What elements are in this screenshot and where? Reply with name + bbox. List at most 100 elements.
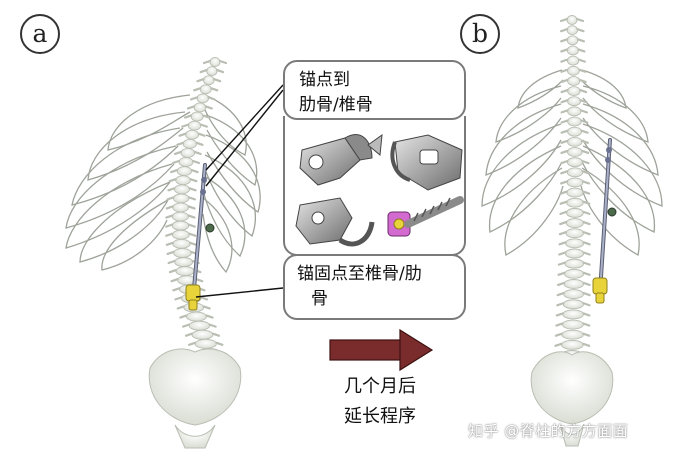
vertebra-process (165, 223, 196, 228)
implant-hook-3 (295, 197, 375, 247)
vertebra-process (560, 139, 590, 144)
vertebra-process (560, 48, 586, 53)
vertebra-process (560, 88, 588, 94)
vertebra-process (554, 342, 591, 347)
vertebra-process (560, 170, 590, 175)
pelvis-right (530, 351, 614, 447)
panel-label-a: a (20, 14, 60, 54)
vertebra (172, 202, 190, 213)
vertebra (566, 207, 584, 218)
vertebra-process (166, 196, 196, 201)
vertebra (562, 299, 584, 310)
vertebra (196, 93, 209, 104)
callout-top-line2: 肋骨/椎骨 (299, 95, 373, 115)
vertebra (567, 106, 582, 117)
vertebra (566, 15, 578, 25)
arrow-caption: 几个月后 延长程序 (325, 372, 435, 432)
vertebra-process (196, 78, 222, 83)
vertebra (563, 278, 585, 289)
vertebra-process (199, 68, 225, 74)
vertebra-process (559, 200, 591, 205)
vertebra-process (184, 332, 221, 337)
vertebra-process (559, 210, 591, 215)
vertebra (172, 193, 190, 204)
rib-cage-right (481, 69, 663, 256)
vertebra (561, 319, 584, 330)
vertebra (563, 289, 584, 300)
vertebra-process (165, 214, 196, 219)
implant-frame (283, 116, 466, 256)
vertebra-process (178, 132, 206, 137)
vertebra-process (176, 141, 204, 146)
vertebra (175, 175, 191, 186)
vertebra-process (165, 205, 196, 210)
vertebra (566, 55, 580, 66)
vertebra-process (173, 150, 202, 156)
vertebra (176, 166, 193, 177)
callout-top-line1: 锚点到 (299, 70, 350, 90)
watermark: 知乎 @脊柱的方方面面 (468, 422, 629, 440)
implant-hook-1 (299, 133, 383, 186)
vertebra-process (559, 190, 591, 195)
vertebra-process (555, 312, 591, 317)
vertebra-process (187, 341, 224, 346)
implant-pedicle-screw (387, 196, 464, 237)
spine-left (165, 57, 231, 367)
vertebra (187, 120, 202, 131)
vertebra-process (171, 159, 201, 165)
vertebra-process (174, 296, 209, 301)
vertebra-process (560, 119, 589, 124)
vertebra-process (558, 231, 591, 236)
vertebra (206, 66, 218, 77)
panel-label-b: b (460, 14, 500, 54)
growing-rod-right (592, 138, 617, 304)
vertebra-process (560, 109, 589, 114)
vertebra (174, 257, 194, 267)
leader-lines (195, 84, 284, 298)
vertebra (566, 25, 578, 36)
vertebra-process (560, 58, 586, 63)
vertebra (565, 218, 584, 228)
vertebra-process (558, 241, 591, 246)
vertebra (561, 329, 584, 340)
vertebra-process (559, 180, 591, 185)
vertebra-process (560, 149, 590, 155)
callout-top: 锚点到 肋骨/椎骨 (283, 60, 466, 120)
arrow-right (329, 328, 434, 372)
vertebra (565, 238, 585, 249)
vertebra (567, 116, 582, 127)
vertebra-process (560, 38, 586, 43)
vertebra (175, 266, 195, 277)
vertebra (567, 96, 581, 107)
vertebra (171, 211, 189, 222)
vertebra-process (560, 129, 589, 134)
vertebra-process (170, 278, 204, 283)
vertebra-process (560, 160, 590, 165)
arrow-caption-line2: 延长程序 (344, 406, 416, 427)
vertebra-process (193, 87, 219, 92)
vertebra (199, 84, 212, 95)
vertebra (193, 102, 207, 113)
vertebra (566, 167, 584, 178)
vertebra-process (554, 332, 591, 337)
vertebra (566, 177, 584, 188)
vertebra-process (559, 220, 591, 226)
vertebra (173, 247, 192, 258)
pelvis-left (148, 348, 242, 449)
vertebra (173, 184, 190, 195)
vertebra-process (168, 178, 198, 183)
vertebra (565, 228, 584, 239)
vertebra (567, 86, 581, 97)
vertebra-process (557, 261, 591, 266)
vertebra (567, 75, 581, 86)
vertebra (566, 35, 579, 46)
vertebra (566, 45, 579, 56)
vertebra-process (179, 314, 214, 319)
vertebra-process (558, 251, 591, 256)
vertebra-process (557, 271, 591, 276)
vertebra (566, 187, 584, 198)
growing-rod-left (185, 163, 215, 311)
vertebra-process (176, 305, 211, 310)
